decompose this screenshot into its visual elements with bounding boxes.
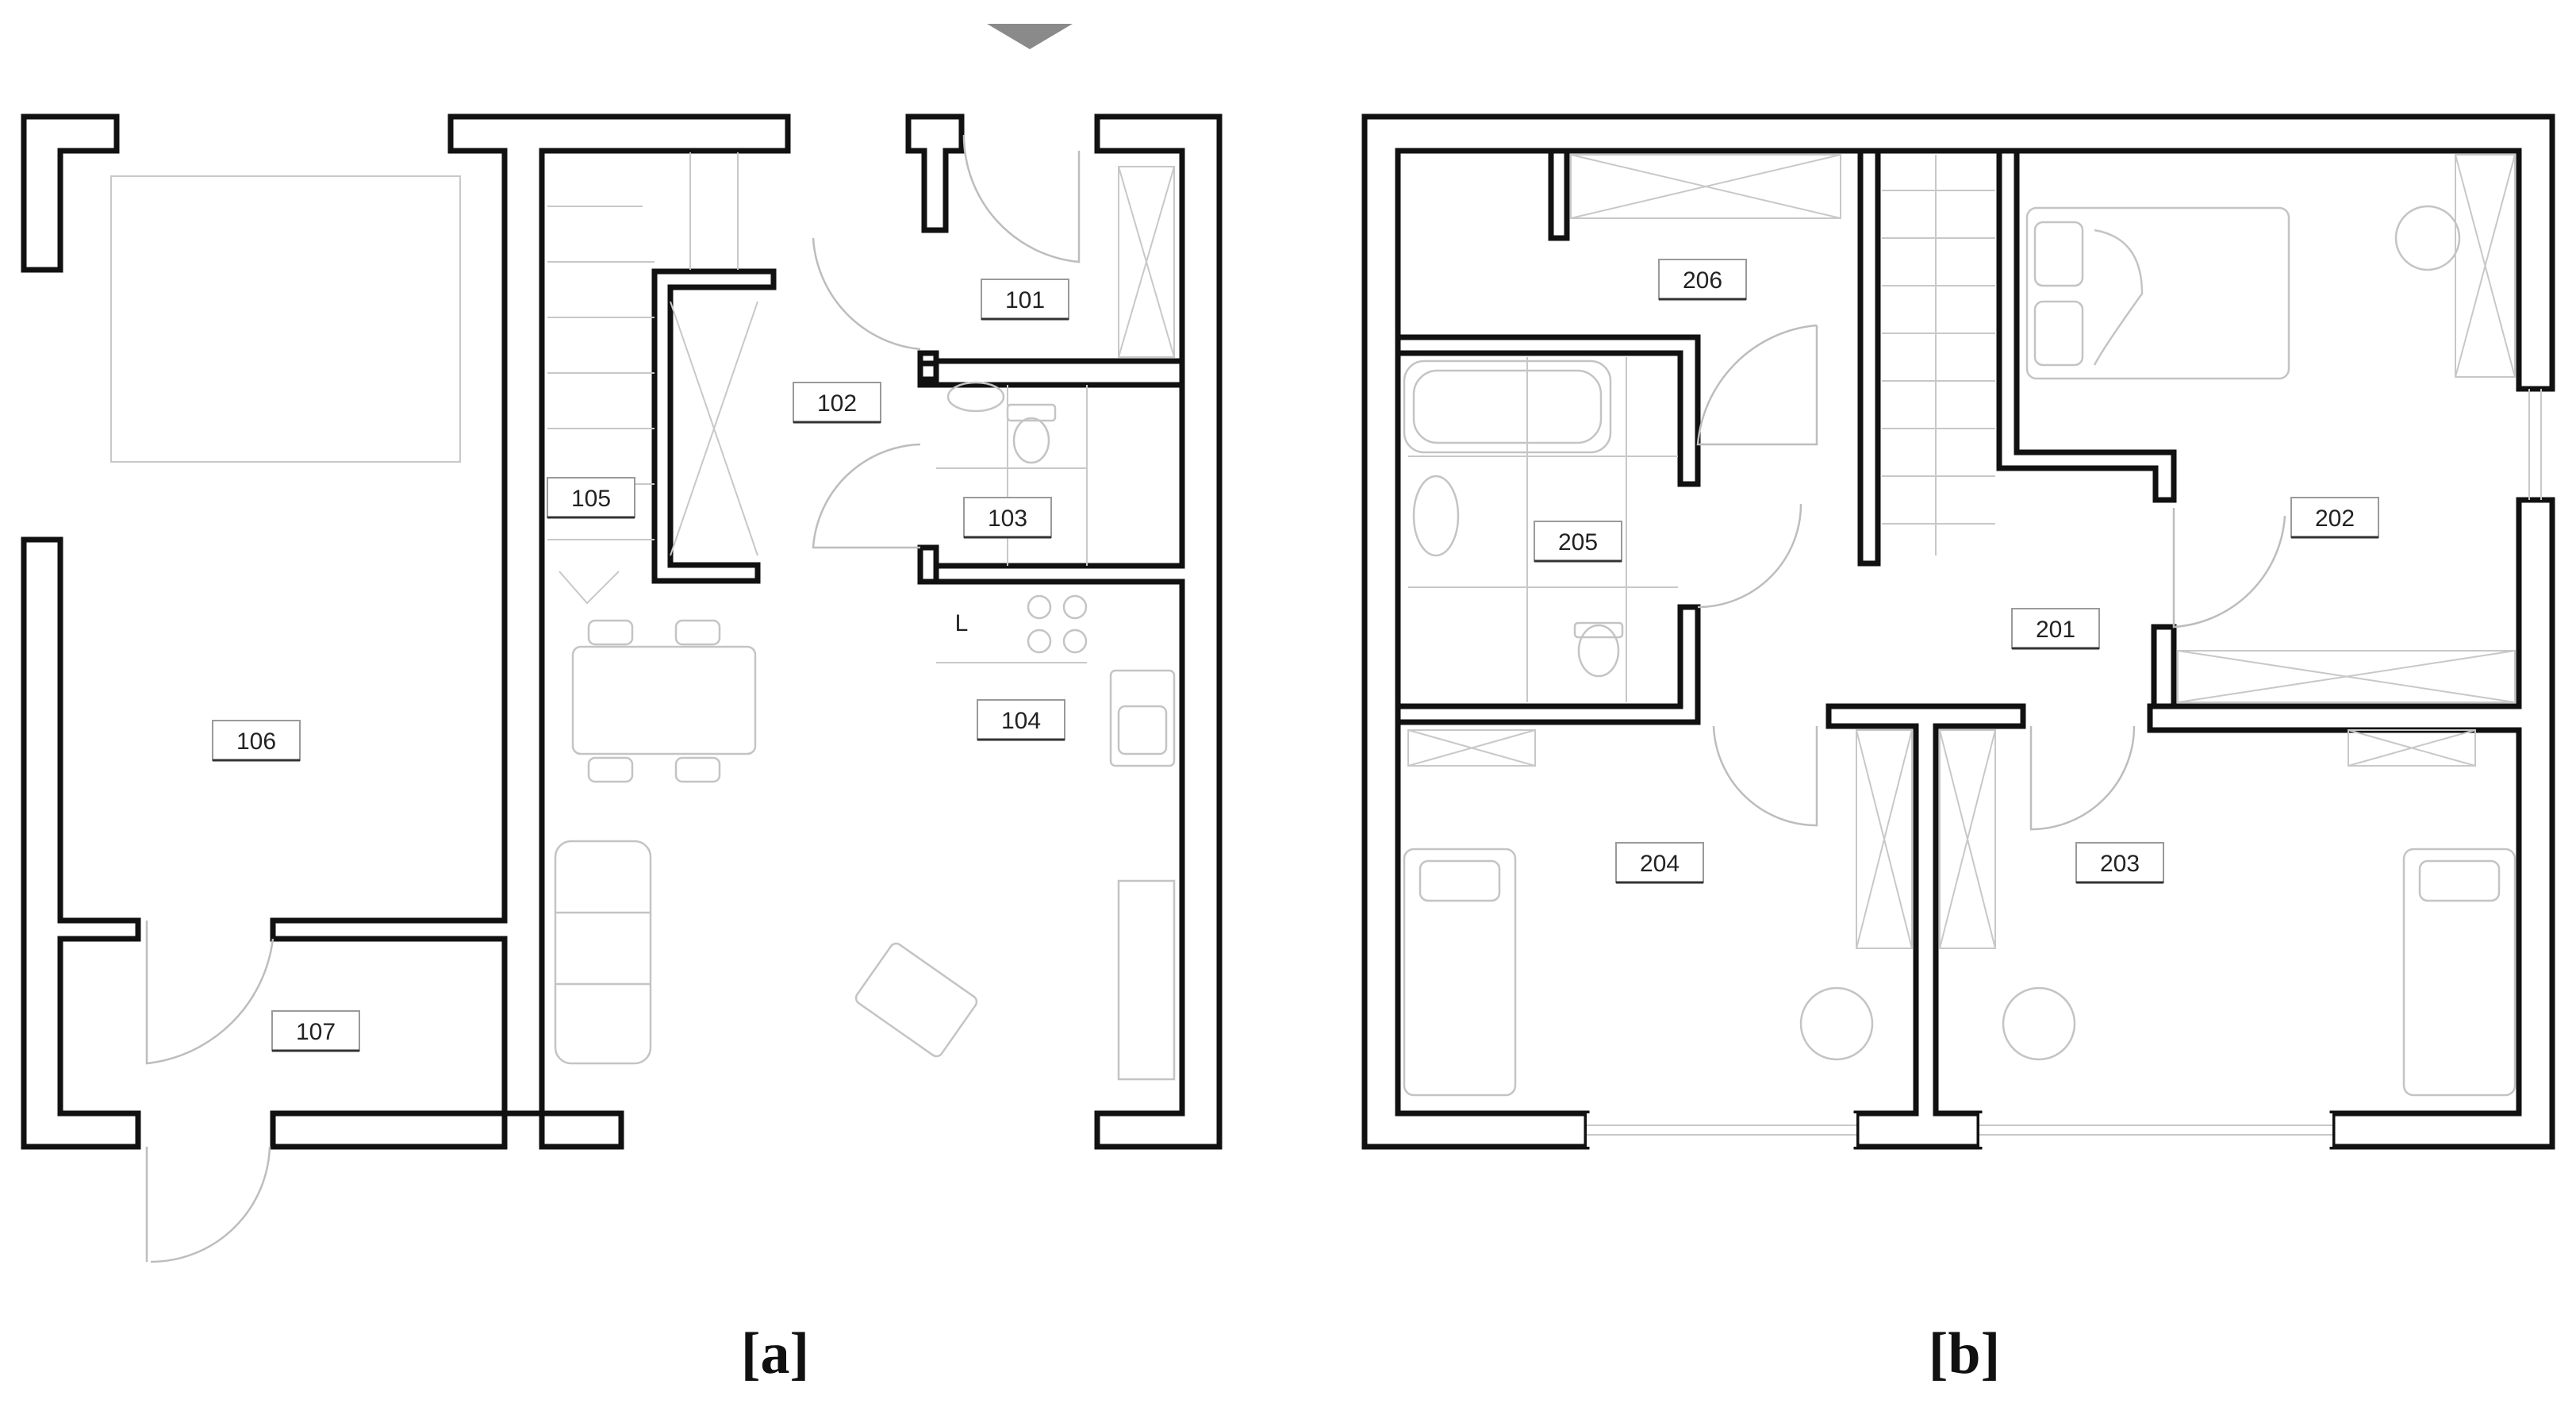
room-tag: 204 bbox=[1615, 842, 1704, 884]
room-tags-plan-b: 201 202 203 204 205 bbox=[1534, 259, 2379, 884]
windows-plan-b bbox=[1587, 389, 2542, 1136]
room-label: 101 bbox=[1005, 287, 1045, 313]
room-tag: 202 bbox=[2290, 497, 2379, 539]
room-label: 204 bbox=[1640, 851, 1680, 877]
walls-plan-a bbox=[21, 113, 1223, 1150]
bathtub-icon bbox=[1403, 359, 1612, 454]
plan-b-upper-floor: 201 202 203 204 205 bbox=[1361, 113, 2555, 1386]
room-label: 102 bbox=[817, 390, 857, 417]
room-label: 104 bbox=[1001, 708, 1041, 734]
door-swing-icon bbox=[145, 1146, 271, 1263]
room-label: 203 bbox=[2100, 851, 2140, 877]
room-tag: 206 bbox=[1658, 259, 1747, 301]
room-tag: 106 bbox=[212, 720, 301, 762]
walls-plan-b bbox=[1361, 113, 2555, 1150]
door-swing-icon bbox=[1712, 725, 1818, 827]
room-tag: 104 bbox=[977, 699, 1065, 741]
room-tag: 105 bbox=[547, 477, 635, 519]
plan-a-caption: [a] bbox=[741, 1321, 809, 1386]
toilet-icon bbox=[1573, 621, 1624, 678]
room-tags-plan-a: 101 102 103 104 105 bbox=[212, 279, 1069, 1052]
room-tag: 203 bbox=[2075, 842, 2164, 884]
wardrobe-icon bbox=[1118, 166, 1175, 358]
room-label: 105 bbox=[571, 486, 611, 512]
room-label: 202 bbox=[2315, 506, 2355, 532]
room-label: 106 bbox=[236, 728, 276, 755]
door-swings-plan-a bbox=[145, 134, 1081, 1263]
entrance-arrow-icon bbox=[987, 24, 1073, 49]
room-tag: 205 bbox=[1534, 521, 1622, 563]
door-swing-icon bbox=[812, 237, 921, 351]
door-swing-icon bbox=[962, 134, 1081, 263]
room-label: 107 bbox=[296, 1019, 336, 1045]
room-tag: 201 bbox=[2011, 608, 2100, 650]
room-tag: 103 bbox=[963, 497, 1052, 539]
bed-icon bbox=[2402, 848, 2516, 1097]
door-swing-icon bbox=[145, 921, 274, 1065]
plan-a-ground-floor: 101 102 103 104 105 bbox=[21, 24, 1223, 1386]
plan-b-caption: [b] bbox=[1929, 1321, 2000, 1386]
sink-icon bbox=[1109, 669, 1176, 767]
stair-icon bbox=[547, 152, 758, 605]
kitchen-mark: L bbox=[955, 610, 969, 636]
bed-icon bbox=[1403, 848, 1517, 1097]
room-label: 205 bbox=[1558, 529, 1598, 555]
door-swing-icon bbox=[1697, 503, 1802, 609]
room-label: 103 bbox=[988, 506, 1027, 532]
room-label: 201 bbox=[2036, 617, 2075, 643]
wardrobe-icon bbox=[1407, 154, 2516, 949]
door-swings-plan-b bbox=[1696, 324, 2286, 831]
door-swing-icon bbox=[1696, 324, 1818, 446]
room-label: 206 bbox=[1683, 267, 1722, 294]
fixtures-plan-b bbox=[1403, 154, 2516, 1097]
stove-icon bbox=[1027, 594, 1088, 654]
door-swing-icon bbox=[2029, 725, 2136, 831]
bed-icon bbox=[2025, 206, 2290, 380]
toilet-icon bbox=[1006, 403, 1057, 464]
room-tag: 101 bbox=[981, 279, 1069, 321]
door-swing-icon bbox=[812, 443, 921, 549]
room-tag: 107 bbox=[271, 1010, 360, 1052]
fixtures-plan-a bbox=[110, 152, 1176, 1081]
stair-icon bbox=[1882, 155, 1995, 555]
room-tag: 102 bbox=[793, 382, 881, 424]
door-swing-icon bbox=[2172, 508, 2286, 629]
